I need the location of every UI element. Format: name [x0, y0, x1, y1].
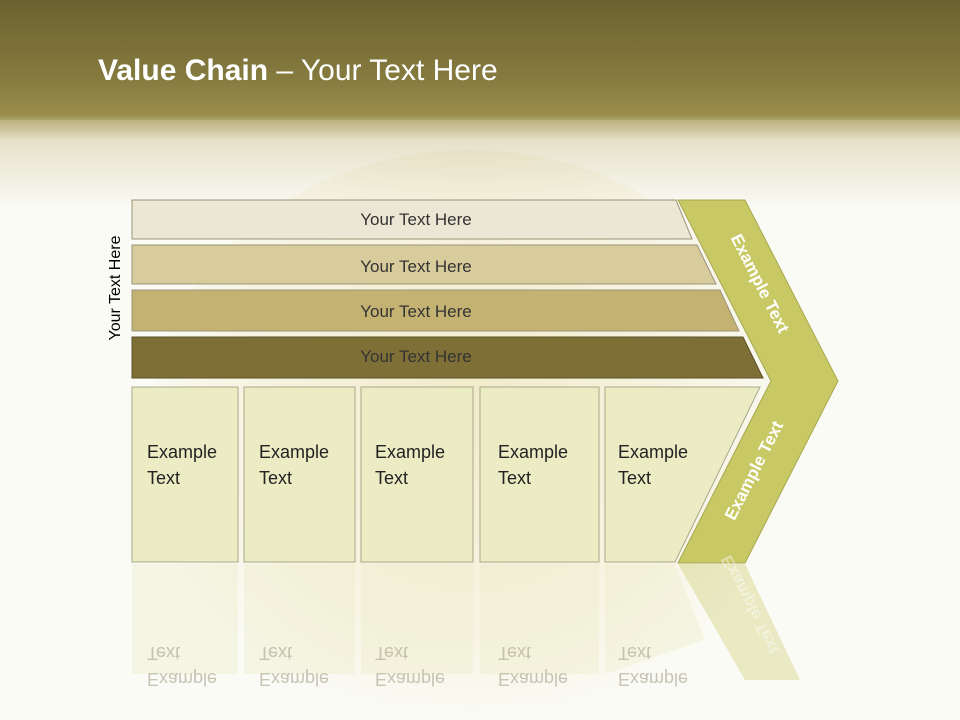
bar-3 [131, 289, 740, 332]
title-rest: – Your Text Here [268, 54, 498, 87]
cell-3 [360, 386, 474, 563]
cell-3-line2: Text [375, 468, 408, 488]
reflection-cell-3-line2: Text [375, 643, 408, 663]
reflection-cell-5-line2: Text [618, 643, 651, 663]
bar-4 [131, 336, 764, 379]
cell-1-line1: Example [147, 442, 217, 462]
cell-2-line1: Example [259, 442, 329, 462]
reflection-cell-5-line1: Example [618, 669, 688, 689]
cell-2-line2: Text [259, 468, 292, 488]
bar-2 [131, 244, 717, 285]
cell-5-line1: Example [618, 442, 688, 462]
bar-4-label: Your Text Here [360, 347, 472, 366]
title-bar [0, 0, 960, 140]
cell-2 [243, 386, 356, 563]
reflection-cell-4-line1: Example [498, 669, 568, 689]
reflection-cell-4-line2: Text [498, 643, 531, 663]
cell-1 [131, 386, 239, 563]
bar-3-label: Your Text Here [360, 302, 472, 321]
cell-4-line1: Example [498, 442, 568, 462]
cell-4-line2: Text [498, 468, 531, 488]
chevron-arrow [677, 199, 839, 564]
reflection-cell-1-line1: Example [147, 669, 217, 689]
bar-1-label: Your Text Here [360, 210, 472, 229]
reflection-cell-2-line1: Example [259, 669, 329, 689]
cell-3-line1: Example [375, 442, 445, 462]
bar-1 [131, 199, 693, 240]
bar-2-label: Your Text Here [360, 257, 472, 276]
cell-5-line2: Text [618, 468, 651, 488]
header-fade [0, 120, 960, 210]
reflection-cell-2-line2: Text [259, 643, 292, 663]
cell-4 [479, 386, 600, 563]
reflection-cell-1-line2: Text [147, 643, 180, 663]
title-bold: Value Chain [98, 54, 269, 87]
cell-5 [604, 386, 761, 563]
page-title: Value Chain – Your Text Here [98, 54, 498, 88]
cell-1-line2: Text [147, 468, 180, 488]
reflection [132, 564, 800, 680]
reflection-cell-3-line1: Example [375, 669, 445, 689]
